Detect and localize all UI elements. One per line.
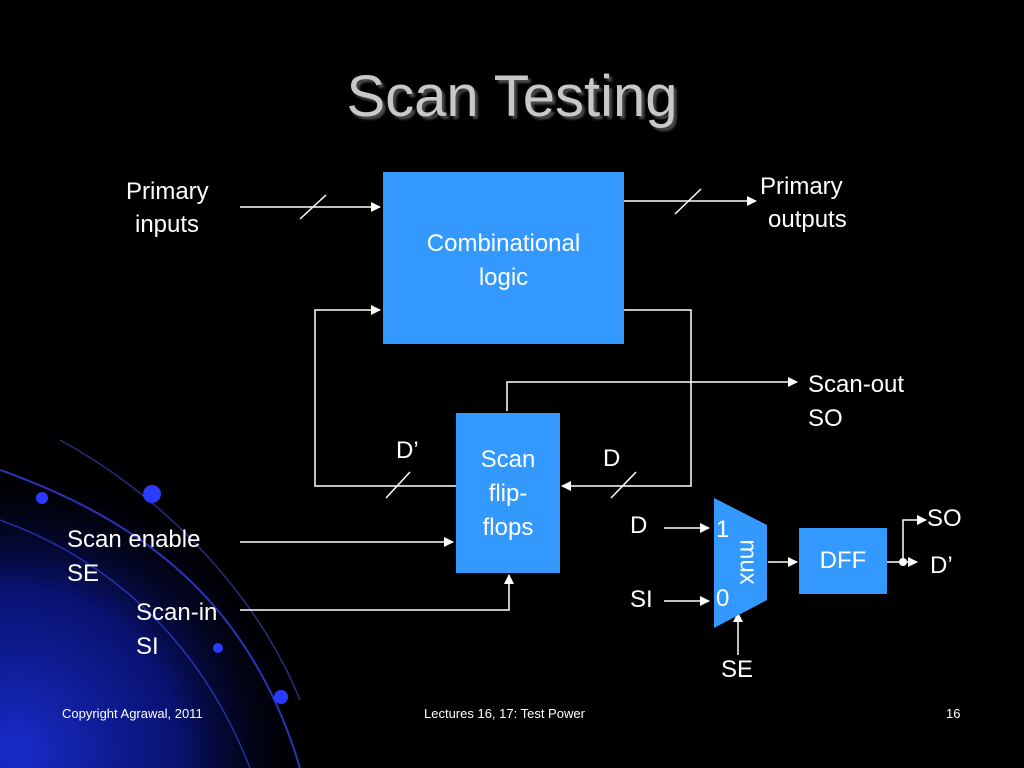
mux-input-0-label: 0: [716, 585, 730, 612]
scan-ff-label-line1: Scan: [480, 446, 536, 473]
scan-in-label-line2: SI: [136, 633, 159, 660]
mux-input-1-label: 1: [716, 516, 730, 543]
dff-d-prime-label: D’: [930, 552, 953, 579]
scan-out-label-line2: SO: [808, 405, 843, 432]
mux-se-label: SE: [721, 656, 754, 683]
primary-inputs-label-line2: inputs: [135, 211, 200, 238]
combinational-label-line1: Combinational: [426, 230, 581, 257]
dff-block: DFF: [799, 528, 887, 594]
scan-ff-label-line3: flops: [482, 514, 534, 541]
scan-out-label-line1: Scan-out: [808, 371, 905, 398]
primary-inputs-label-line1: Primary: [126, 178, 209, 205]
swoosh-arc-1: [0, 469, 301, 768]
primary-outputs-label-line1: Primary: [760, 173, 843, 200]
bus-slash-d-prime: [385, 471, 411, 499]
d-prime-wire: [314, 305, 456, 487]
mux-si-label: SI: [630, 586, 653, 613]
decor-dot-3: [213, 643, 223, 653]
decor-dot-2: [143, 485, 161, 503]
scan-in-wire: [240, 574, 514, 611]
combinational-label-line2: logic: [478, 264, 529, 291]
combinational-logic-block: Combinational logic: [383, 172, 624, 344]
swoosh-arc-3: [59, 439, 301, 701]
swoosh-arc-2: [0, 519, 251, 768]
footer-lecture: Lectures 16, 17: Test Power: [424, 706, 585, 721]
bus-slash-d: [610, 471, 637, 499]
junction-dot: [899, 558, 907, 566]
mux-d-label: D: [630, 512, 648, 539]
decor-dot-4: [274, 690, 288, 704]
dff-label: DFF: [819, 547, 867, 574]
bus-slash-inputs: [299, 194, 327, 220]
mux-block: [714, 498, 767, 628]
primary-outputs-label-line2: outputs: [768, 206, 847, 233]
decor-dot-1: [36, 492, 48, 504]
scan-out-wire: [506, 377, 798, 411]
footer-copyright: Copyright Agrawal, 2011: [62, 706, 203, 721]
dff-so-label: SO: [927, 505, 962, 532]
dff-so-wire: [902, 515, 927, 562]
d-wire: [561, 309, 692, 491]
scan-ff-label-line2: flip-: [488, 480, 528, 507]
d-prime-label: D’: [396, 437, 419, 464]
swoosh-shape: [0, 440, 330, 768]
d-label: D: [603, 445, 621, 472]
scan-enable-label-line2: SE: [67, 560, 100, 587]
bus-slash-outputs: [674, 188, 702, 215]
slide-title: Scan Testing: [346, 64, 678, 129]
scan-enable-label-line1: Scan enable: [67, 526, 201, 553]
scan-in-label-line1: Scan-in: [136, 599, 218, 626]
scan-flip-flops-block: Scan flip- flops: [456, 413, 560, 573]
footer-page-number: 16: [946, 706, 961, 721]
mux-label: mux: [734, 539, 762, 585]
